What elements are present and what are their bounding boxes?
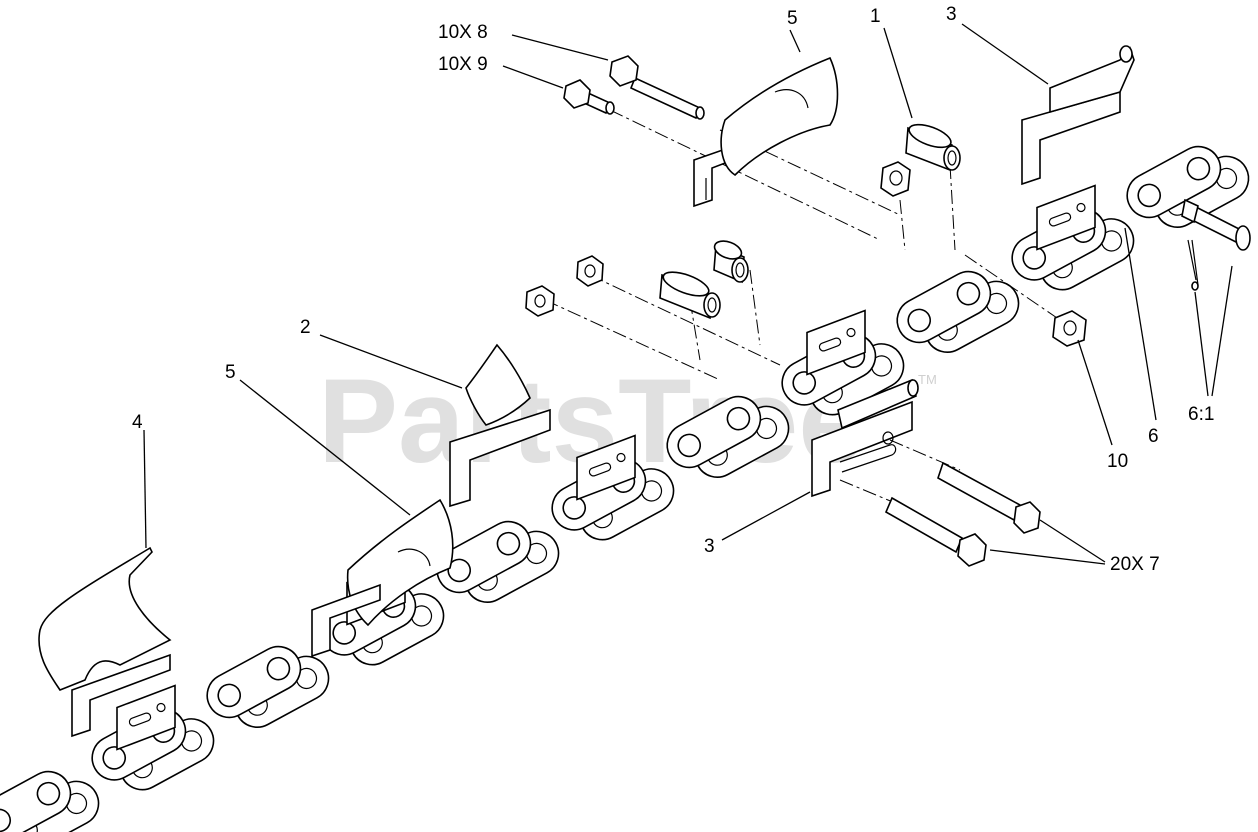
clevis-pin [1181,198,1251,291]
guard-2 [449,343,551,508]
callout-20x7: 20X 7 [1110,554,1160,575]
guard-5-left [311,498,454,658]
callout-2: 2 [300,317,311,338]
callout-labels: 10X 8 10X 9 5 1 3 2 5 4 6 10 6:1 3 20X 7 [132,4,1214,575]
callout-3-top: 3 [946,4,957,25]
chain-link [781,309,905,416]
watermark-tm: TM [918,372,937,387]
leader-lines [143,23,1233,565]
callout-10x9: 10X 9 [438,54,488,75]
spacer-1-top [905,123,961,172]
chain-assembly [0,145,1250,832]
bolt-7-a [937,461,1041,534]
callout-10x8: 10X 8 [438,22,488,43]
chain-bracket [806,309,866,376]
spacer-1-middle-a [659,271,721,320]
attachment-3-top [1021,45,1135,186]
callout-5-top: 5 [787,8,798,29]
nut-10 [1052,310,1087,347]
nut-middle-a [576,255,604,287]
callout-5-left: 5 [225,362,236,383]
chain-link [1011,184,1135,291]
guard-4 [38,546,172,738]
chain-bracket [1036,184,1096,251]
callout-3-bottom: 3 [704,536,715,557]
guard-5-top [693,56,839,208]
chain-link [551,434,675,541]
bolt-9 [563,79,615,115]
bolt-7-b [884,496,987,567]
callout-6: 6 [1148,426,1159,447]
callout-10: 10 [1107,451,1128,472]
spacer-1-middle-b [713,240,749,284]
bolt-8 [609,55,705,120]
chain-link [1126,145,1250,228]
nut-middle-b [525,285,555,317]
chain-link [0,770,100,832]
chain-link [896,270,1020,353]
chain-bracket [576,434,636,501]
callout-1: 1 [870,6,881,27]
callout-4: 4 [132,412,143,433]
attachment-3-bottom [811,378,919,498]
chain-link [91,684,215,791]
chain-link [206,645,330,728]
chain-link [436,520,560,603]
chain-link [666,395,790,478]
chain-bracket [116,684,176,751]
exploded-parts [38,45,1251,738]
callout-6-1: 6:1 [1188,404,1214,425]
nut-top [880,161,911,197]
